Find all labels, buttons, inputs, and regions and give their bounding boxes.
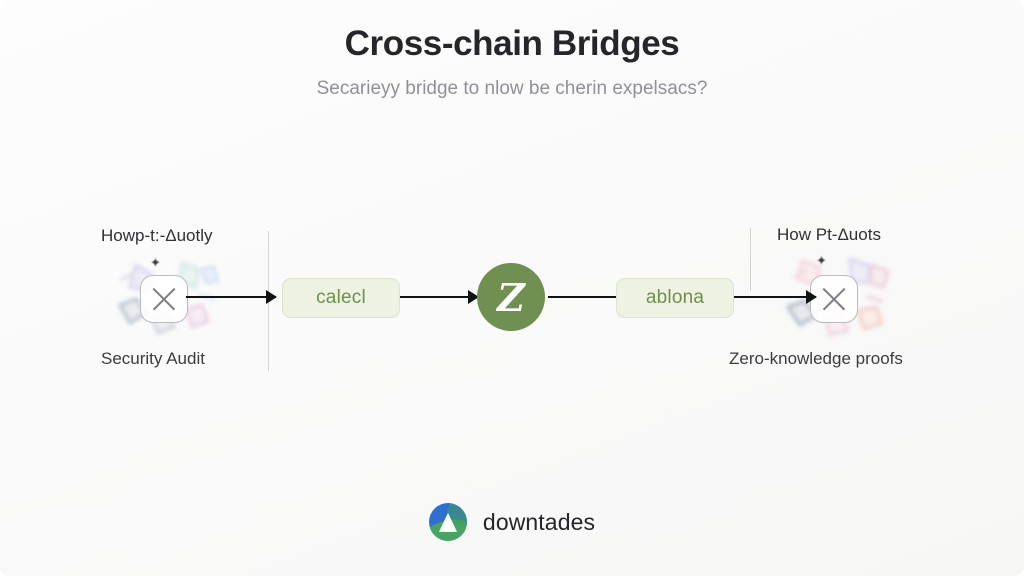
left-section-bottom-caption: Security Audit — [101, 349, 205, 368]
right-node-cluster: ✦ — [772, 243, 902, 353]
logo-sail-shape — [438, 512, 457, 532]
footer: downtades — [0, 503, 1024, 541]
arrow-token-to-step2 — [548, 296, 628, 299]
left-section-top-caption: Howp-t:-Δuotly — [101, 226, 213, 245]
token-glyph: Z — [497, 274, 525, 320]
left-sparkle-icon: ✦ — [150, 255, 161, 270]
flow-step-token[interactable]: Z — [477, 263, 545, 331]
right-section-top-caption: How Pt-Δuots — [777, 225, 881, 244]
right-x-node-icon — [810, 275, 858, 323]
left-x-node-icon — [140, 275, 188, 323]
divider-right — [750, 228, 751, 291]
arrow-step2-to-right-node — [731, 296, 816, 299]
arrow-left-node-to-step1 — [186, 296, 276, 299]
page-subtitle: Secarieyy bridge to nlow be cherin expel… — [316, 78, 708, 99]
footer-brand-label: downtades — [482, 508, 596, 535]
arrow-step1-to-token — [398, 296, 478, 299]
right-section-bottom-caption: Zero-knowledge proofs — [729, 349, 903, 368]
globe-sail-logo-icon — [428, 503, 467, 541]
right-sparkle-icon: ✦ — [816, 253, 827, 268]
flow-step-pill-2[interactable]: ablona — [616, 278, 734, 318]
left-node-cluster: ✦ — [102, 243, 232, 353]
page-title: Cross-chain Bridges — [344, 24, 680, 63]
flow-step-pill-1[interactable]: calecl — [282, 278, 400, 318]
